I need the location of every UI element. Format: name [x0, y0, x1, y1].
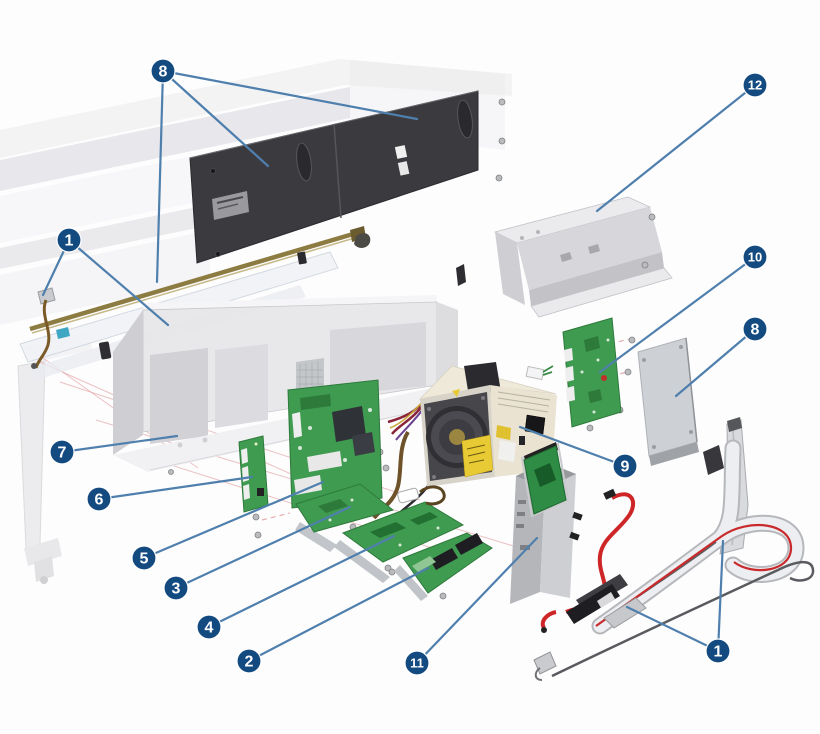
callout-12: 12	[595, 72, 768, 213]
leader-line	[247, 566, 430, 663]
leader-line	[142, 480, 325, 560]
callout-badge-2[interactable]	[236, 648, 262, 674]
pcb-item-6	[238, 435, 269, 513]
black-roller	[99, 341, 112, 360]
callout-6: 6	[86, 475, 254, 512]
leader-line	[598, 255, 757, 374]
warning-triangle-icon	[452, 389, 460, 397]
callout-badge-11[interactable]	[404, 650, 430, 676]
trailing-cable-assembly	[533, 417, 815, 681]
leader-line	[161, 69, 419, 121]
handle-slot	[457, 99, 473, 139]
ground-wire	[551, 560, 815, 678]
leader-line	[415, 536, 539, 665]
main-pca-board	[287, 379, 383, 509]
formatter-unit	[510, 442, 583, 604]
board-handle	[455, 533, 483, 555]
callout-8: 8	[674, 316, 768, 398]
callout-badge-3[interactable]	[163, 575, 189, 601]
handle-slot	[296, 142, 312, 182]
callout-badge-8[interactable]	[742, 316, 768, 342]
olive-trailing-cable	[29, 229, 361, 332]
callout-badge-10[interactable]	[742, 244, 768, 270]
callout-badge-4[interactable]	[196, 614, 222, 640]
leader-line	[518, 425, 627, 468]
leader-line	[155, 69, 165, 284]
fan-hub	[449, 429, 465, 445]
leader-line	[60, 434, 179, 454]
callout-badge-9[interactable]	[612, 453, 638, 479]
leader-line	[97, 475, 254, 501]
callout-badge-7[interactable]	[49, 439, 75, 465]
stand-foot	[24, 538, 62, 566]
callout-4: 4	[196, 534, 396, 640]
leader-line	[674, 327, 757, 398]
leader-line	[161, 69, 270, 168]
leader-line	[174, 505, 352, 590]
electronics-module-covers	[189, 90, 479, 264]
vent-mesh	[296, 358, 324, 390]
power-inlet	[524, 414, 546, 435]
panel-seam	[333, 123, 342, 219]
support-bracket	[493, 196, 673, 318]
leader-line	[595, 83, 757, 213]
callout-badge-12[interactable]	[742, 72, 768, 98]
stand-caster	[34, 556, 54, 582]
leader-line	[625, 605, 720, 653]
leader-line	[207, 534, 396, 629]
brown-wire	[34, 299, 51, 369]
power-supply-unit	[372, 362, 557, 525]
leader-line	[67, 238, 170, 327]
stand-leg	[17, 360, 46, 549]
psu-white-label	[498, 440, 516, 462]
callout-5: 5	[131, 480, 325, 571]
callout-3: 3	[163, 505, 352, 601]
pcb-item-10	[562, 317, 622, 428]
callout-badge-6[interactable]	[86, 486, 112, 512]
cable-clip	[397, 485, 446, 506]
cable-end-curl	[354, 233, 371, 248]
leader-line	[716, 539, 725, 653]
teal-clip	[56, 327, 70, 339]
power-switch	[519, 436, 525, 445]
callout-2: 2	[236, 566, 430, 674]
electronics-chassis	[113, 295, 472, 472]
cable-bracket	[37, 287, 56, 305]
callout-badge-1[interactable]	[705, 638, 731, 664]
warning-label	[461, 434, 494, 478]
cable-connector	[566, 584, 620, 624]
callout-badge-8[interactable]	[150, 58, 176, 84]
heatsink	[332, 406, 366, 442]
callout-badge-5[interactable]	[131, 545, 157, 571]
red-wire	[595, 524, 793, 627]
cover-plate-item-8	[637, 337, 699, 466]
psu-connector	[525, 365, 545, 381]
callout-badge-1[interactable]	[56, 227, 82, 253]
pcb-item-2	[394, 532, 493, 601]
board-handle	[430, 548, 458, 570]
